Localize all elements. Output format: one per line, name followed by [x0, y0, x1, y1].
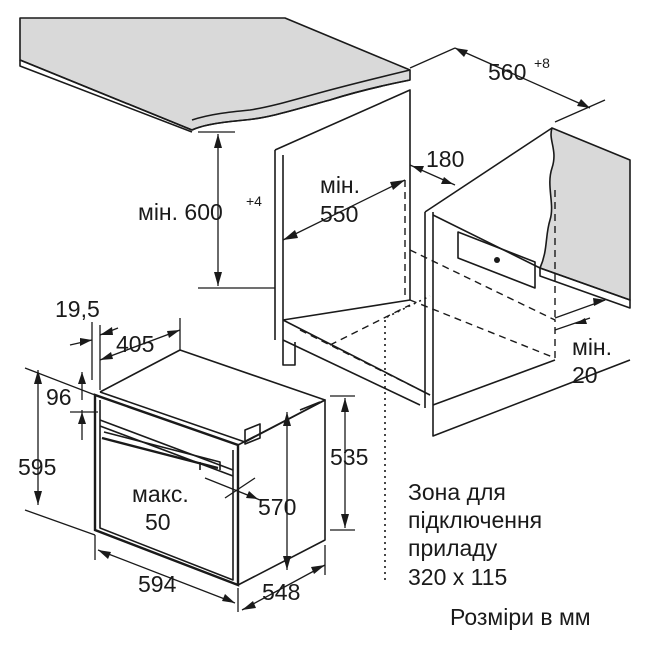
label-560-sup: +8 [534, 55, 550, 71]
units-note: Розміри в мм [450, 604, 591, 630]
label-570: 570 [258, 494, 296, 520]
label-600-sup: +4 [246, 193, 262, 209]
label-595: 595 [18, 454, 56, 480]
cabinet-right [424, 127, 631, 437]
countertop-left [19, 17, 411, 133]
label-600: мін. 600 +4 [138, 193, 262, 225]
oven [93, 349, 326, 587]
label-535: 535 [330, 444, 368, 470]
dim-594 [94, 535, 239, 612]
countertop-right [539, 127, 631, 309]
dim-595 [24, 367, 96, 536]
label-96: 96 [46, 384, 72, 410]
dim-550 [282, 179, 406, 241]
dim-96 [70, 372, 98, 440]
label-min-20-line2: 20 [572, 362, 598, 388]
label-max-50-line1: макс. [132, 481, 189, 507]
label-min-20-line1: мін. [572, 334, 612, 360]
connection-zone-line3: приладу [408, 535, 498, 561]
connection-zone-line1: Зона для [408, 479, 506, 505]
dim-560 [409, 47, 606, 123]
dim-max-50 [204, 477, 261, 501]
dim-180 [409, 164, 456, 186]
dim-570 [283, 412, 291, 570]
dim-548 [241, 545, 326, 611]
label-560: 560 +8 [488, 55, 550, 85]
label-405: 405 [116, 331, 154, 357]
label-180: 180 [426, 146, 464, 172]
connection-zone-line2: підключення [408, 507, 542, 533]
dim-19-5-405 [69, 318, 181, 390]
cabinet-left [274, 89, 431, 406]
label-560-value: 560 [488, 59, 526, 85]
dim-min-20 [554, 298, 606, 331]
dim-535 [330, 395, 355, 531]
hidden-outlines [299, 180, 556, 580]
connection-zone-label: Зона для підключення приладу 320 x 115 [408, 479, 542, 590]
connection-zone-line4: 320 x 115 [408, 564, 507, 590]
label-600-value: мін. 600 [138, 199, 223, 225]
label-min-550-line1: мін. [320, 172, 360, 198]
label-548: 548 [262, 579, 300, 605]
dim-600 [198, 131, 275, 289]
label-19-5: 19,5 [55, 296, 100, 322]
label-min-550-line2: 550 [320, 201, 358, 227]
label-594: 594 [138, 571, 177, 597]
label-max-50-line2: 50 [145, 509, 171, 535]
connection-zone-hatch [457, 231, 536, 289]
